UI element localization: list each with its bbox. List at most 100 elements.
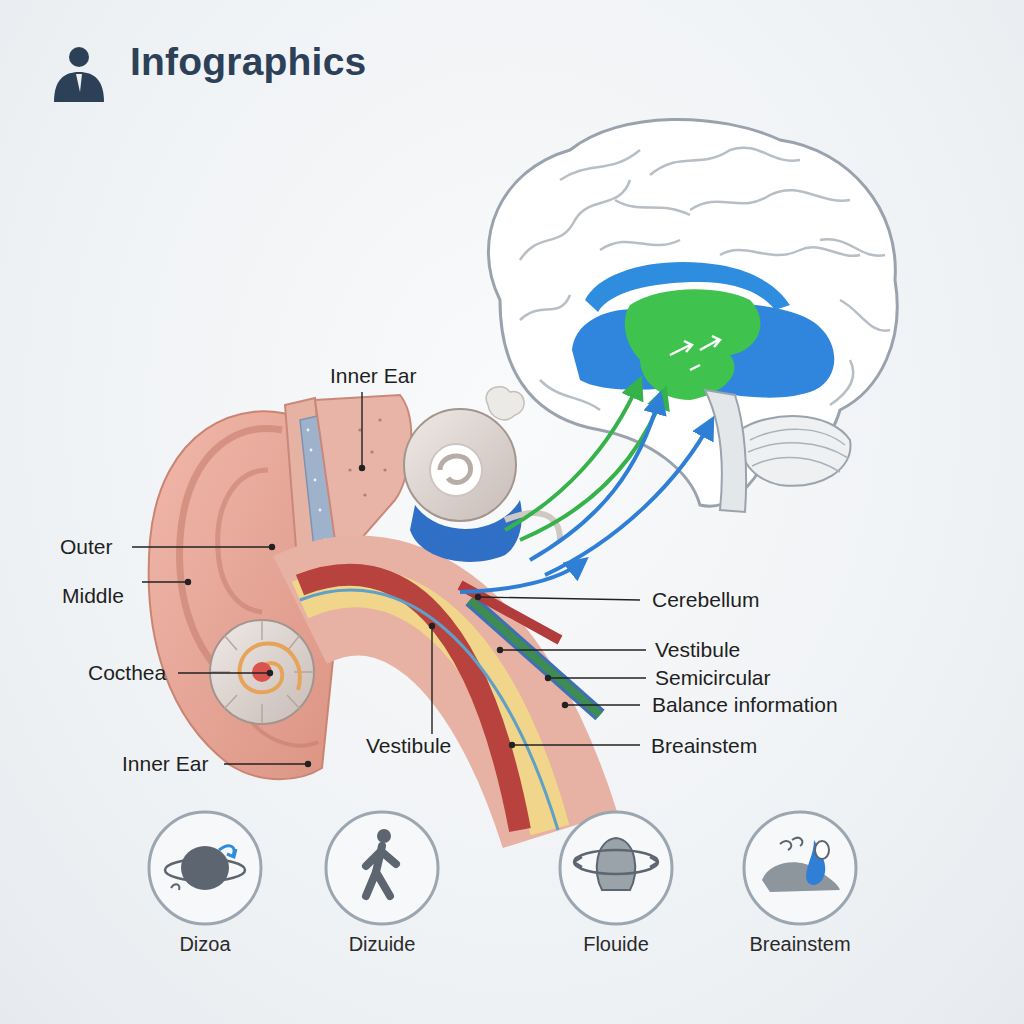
signal-arrows: [460, 380, 712, 592]
illustration-shape: [530, 395, 660, 560]
part-label: Balance information: [652, 692, 838, 718]
illustration-shape: [314, 479, 317, 482]
illustration-shape: [670, 336, 720, 370]
illustration-shape: [132, 546, 272, 547]
illustration-shape: [700, 336, 720, 350]
illustration-shape: [358, 428, 361, 431]
illustration-shape: [563, 703, 568, 708]
illustration-shape: [363, 493, 366, 496]
illustration-shape: [460, 560, 585, 592]
icon-circle-node: Flouide: [526, 810, 706, 970]
illustration-shape: [548, 677, 646, 678]
illustration-shape: [307, 429, 327, 542]
illustration-shape: [720, 247, 860, 256]
illustration-shape: [219, 846, 236, 857]
illustration-shape: [430, 444, 482, 496]
icon-caption: Dizoa: [115, 932, 295, 956]
illustration-shape: [690, 190, 850, 210]
illustration-shape: [650, 148, 800, 175]
illustration-shape: [470, 600, 600, 715]
part-label: Middle: [62, 583, 124, 609]
illustration-shape: [410, 500, 522, 562]
illustration-shape: [476, 595, 481, 600]
part-label: Inner Ear: [122, 751, 208, 777]
illustration-shape: [762, 862, 840, 892]
illustration-shape: [840, 300, 890, 331]
illustration-shape: [348, 468, 351, 471]
illustration-shape: [210, 620, 314, 724]
illustration-shape: [348, 418, 386, 496]
illustration-shape: [69, 47, 89, 67]
part-label: Vestibule: [655, 637, 740, 663]
illustration-shape: [307, 429, 310, 432]
part-label: Cocthea: [88, 660, 166, 686]
illustration-shape: [705, 390, 746, 512]
illustration-shape: [310, 449, 313, 452]
icon-circle: [710, 810, 890, 930]
part-label: Semicircular: [655, 665, 771, 691]
icon-circle-node: Dizuide: [292, 810, 472, 970]
illustration-shape: [565, 704, 640, 705]
inner-ear-drawing: [404, 387, 560, 562]
illustration-shape: [361, 392, 362, 468]
illustration-shape: [505, 380, 640, 530]
illustration-shape: [744, 812, 856, 924]
leader-lines: [132, 392, 646, 767]
illustration-shape: [780, 838, 802, 850]
illustration-shape: [615, 200, 690, 215]
illustration-shape: [142, 581, 188, 582]
illustration-shape: [326, 812, 438, 924]
illustration-shape: [597, 838, 636, 890]
illustration-shape: [478, 597, 640, 600]
illustration-shape: [54, 72, 104, 102]
illustration-shape: [752, 457, 840, 472]
illustration-shape: [76, 74, 82, 92]
person-icon: [54, 47, 104, 102]
illustration-shape: [748, 429, 848, 472]
illustration-shape: [520, 295, 570, 320]
icon-caption: Flouide: [526, 932, 706, 956]
illustration-shape: [560, 150, 640, 180]
illustration-shape: [268, 671, 273, 676]
illustration-shape: [560, 812, 672, 924]
ear-canal-drawing: [300, 575, 560, 830]
illustration-shape: [383, 468, 386, 471]
illustration-shape: [360, 466, 365, 471]
icon-circle: [115, 810, 295, 930]
illustration-shape: [670, 341, 692, 355]
illustration-shape: [510, 743, 515, 748]
illustration-shape: [574, 857, 658, 867]
illustration-shape: [574, 850, 658, 874]
diagram-title: Infographics: [130, 40, 366, 84]
illustration-shape: [404, 409, 516, 521]
illustration-shape: [820, 239, 885, 255]
illustration-shape: [546, 676, 551, 681]
illustration-shape: [690, 365, 700, 370]
illustration-shape: [210, 620, 314, 724]
illustration-shape: [545, 420, 712, 575]
illustration-shape: [149, 812, 261, 924]
illustration-shape: [512, 744, 640, 745]
illustration-shape: [252, 662, 272, 682]
illustration-shape: [486, 387, 524, 420]
icon-circle-node: Breainstem: [710, 810, 890, 970]
illustration-shape: [165, 859, 245, 881]
illustration-shape: [366, 846, 396, 896]
illustration-shape: [470, 600, 600, 715]
illustration-shape: [520, 148, 890, 410]
illustration-shape: [315, 395, 411, 540]
illustration-shape: [498, 648, 503, 653]
icon-circle-node: Dizoa: [115, 810, 295, 970]
illustration-shape: [240, 644, 300, 693]
illustration-shape: [600, 240, 680, 250]
illustration-shape: [306, 762, 311, 767]
illustration-shape: [520, 180, 630, 260]
illustration-shape: [224, 763, 308, 764]
illustration-shape: [181, 846, 229, 890]
cochlea-drawing: [210, 620, 314, 724]
icon-circle: [526, 810, 706, 930]
part-label: Vestibule: [366, 733, 451, 759]
illustration-shape: [830, 360, 853, 405]
illustration-shape: [218, 470, 268, 612]
illustration-shape: [319, 509, 322, 512]
